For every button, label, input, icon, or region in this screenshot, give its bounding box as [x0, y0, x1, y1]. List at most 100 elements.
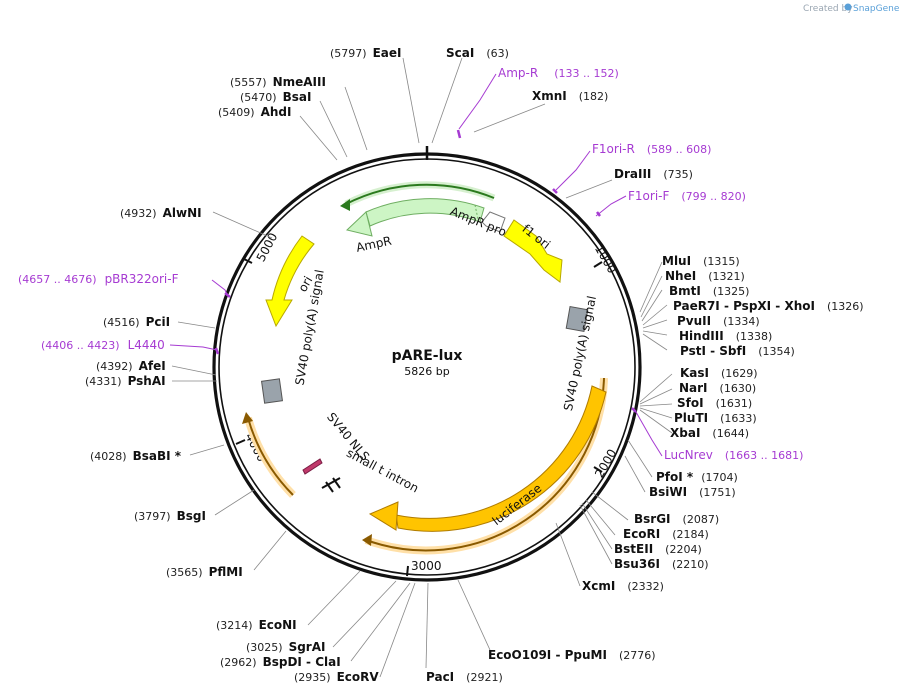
site-name: AlwNI — [163, 206, 202, 220]
watermark-created-by: Created by — [803, 4, 853, 14]
site-pos: (1325) — [713, 285, 750, 298]
sv40-polya-right-box — [565, 306, 589, 332]
site-name: MluI — [662, 254, 691, 268]
site-name: SfoI — [677, 396, 704, 410]
site-pos: (4932) — [120, 207, 157, 220]
site-name: PfoI * — [656, 470, 694, 484]
site-pos: (2332) — [627, 580, 664, 593]
site-pos: (1321) — [708, 270, 745, 283]
site-pos: (1338) — [736, 330, 773, 343]
site-pos: (1315) — [703, 255, 740, 268]
site-pos: (1644) — [712, 427, 749, 440]
site-pos: (3025) — [246, 641, 283, 654]
ampr-span-line — [345, 183, 495, 205]
site-name: PvuII — [677, 314, 711, 328]
site-pos: (5557) — [230, 76, 267, 89]
ampr-arrowhead — [345, 211, 373, 237]
svg-text:BstEII(2204): BstEII(2204) — [614, 542, 702, 556]
site-name: XmnI — [532, 89, 567, 103]
snapgene-logo-icon — [844, 3, 852, 11]
site-pos: (2935) — [294, 671, 331, 684]
site-name: EcoRV — [337, 670, 380, 684]
site-pos: (2962) — [220, 656, 257, 669]
primer-labels: Amp-R(133 .. 152) F1ori-R(589 .. 608) F1… — [18, 66, 803, 462]
site-pos: (2087) — [683, 513, 720, 526]
plasmid-name: pARE-lux — [392, 348, 463, 364]
site-pos: (2921) — [466, 671, 503, 684]
svg-text:(3565)PflMI: (3565)PflMI — [166, 565, 243, 579]
primer-range: (4657 .. 4676) — [18, 273, 97, 286]
site-name: PluTI — [674, 411, 708, 425]
svg-text:BmtI(1325): BmtI(1325) — [669, 284, 749, 298]
site-name: NmeAIII — [273, 75, 326, 89]
site-name: PacI — [426, 670, 454, 684]
site-pos: (4028) — [90, 450, 127, 463]
luciferase-span-line — [365, 377, 605, 552]
svg-text:DraIII(735): DraIII(735) — [614, 167, 693, 181]
site-name: EaeI — [373, 46, 402, 60]
svg-text:PvuII(1334): PvuII(1334) — [677, 314, 760, 328]
site-pos: (1631) — [716, 397, 753, 410]
site-name: BspDI - ClaI — [263, 655, 341, 669]
site-pos: (5470) — [240, 91, 277, 104]
ampr-span-arrowhead — [340, 199, 350, 211]
svg-text:PfoI *(1704): PfoI * (1704) — [656, 470, 738, 484]
site-name: PaeR7I - PspXI - XhoI — [673, 299, 815, 313]
site-name: DraIII — [614, 167, 651, 181]
site-pos: (1751) — [699, 486, 736, 499]
scale-ticks — [235, 258, 603, 577]
primer-range: (1663 .. 1681) — [725, 449, 804, 462]
site-name: XcmI — [582, 579, 615, 593]
svg-text:(4028)BsaBI *: (4028)BsaBI * — [90, 449, 182, 463]
primer-name: Amp-R — [498, 66, 538, 80]
left-span-arrowhead — [242, 412, 253, 424]
primer-name: F1ori-F — [628, 189, 669, 203]
primer-range: (133 .. 152) — [554, 67, 619, 80]
site-pos: (5797) — [330, 47, 367, 60]
site-name: XbaI — [670, 426, 700, 440]
svg-text:HindIII(1338): HindIII(1338) — [679, 329, 772, 343]
tick-label-1000: 1000 — [592, 242, 619, 275]
svg-text:(2962)BspDI - ClaI: (2962) BspDI - ClaI — [220, 655, 341, 669]
svg-text:EcoRI(2184): EcoRI(2184) — [623, 527, 709, 541]
site-pos: (4392) — [96, 360, 133, 373]
site-pos: (1633) — [720, 412, 757, 425]
small-t-intron-tick-1 — [325, 481, 334, 493]
svg-text:Amp-R(133 .. 152): Amp-R (133 .. 152) — [498, 66, 619, 80]
svg-text:(5409)AhdI: (5409)AhdI — [218, 105, 291, 119]
site-pos: (1704) — [701, 471, 738, 484]
restriction-site-labels: (5797)EaeI ScaI(63) XmnI(182) (5557)NmeA… — [85, 46, 864, 684]
svg-text:(3797)BsgI: (3797)BsgI — [134, 509, 206, 523]
ori-arrow — [265, 235, 315, 328]
svg-text:PaeR7I - PspXI - XhoI(1326): PaeR7I - PspXI - XhoI(1326) — [673, 299, 864, 313]
site-pos: (1354) — [758, 345, 795, 358]
luciferase-arrow — [395, 385, 607, 532]
plasmid-length: 5826 bp — [404, 365, 449, 378]
svg-text:(5797)EaeI: (5797) EaeI — [330, 46, 401, 60]
site-pos: (3565) — [166, 566, 203, 579]
svg-text:NarI(1630): NarI(1630) — [679, 381, 756, 395]
svg-text:PluTI(1633): PluTI (1633) — [674, 411, 757, 425]
site-pos: (3214) — [216, 619, 253, 632]
svg-text:SfoI(1631): SfoI (1631) — [677, 396, 752, 410]
primer-name: F1ori-R — [592, 142, 635, 156]
svg-text:(4516)PciI: (4516)PciI — [103, 315, 170, 329]
site-pos: (2776) — [619, 649, 656, 662]
svg-text:KasI(1629): KasI(1629) — [680, 366, 758, 380]
svg-text:NheI(1321): NheI(1321) — [665, 269, 745, 283]
site-name: BstEII — [614, 542, 653, 556]
ampr-promoter-arrow — [481, 211, 506, 233]
svg-text:LucNrev(1663 .. 1681): LucNrev(1663 .. 1681) — [664, 448, 803, 462]
svg-text:(4331)PshAI: (4331)PshAI — [85, 374, 166, 388]
ori-label: ori — [295, 274, 315, 295]
svg-text:PacI(2921): PacI (2921) — [426, 670, 503, 684]
site-name: ScaI — [446, 46, 474, 60]
svg-text:(3214)EcoNI: (3214)EcoNI — [216, 618, 297, 632]
site-name: EcoO109I - PpuMI — [488, 648, 607, 662]
primer-name: L4440 — [128, 338, 165, 352]
site-name: AhdI — [261, 105, 292, 119]
site-name: BsaI — [283, 90, 312, 104]
site-name: PciI — [146, 315, 171, 329]
svg-text:BsrGI(2087): BsrGI(2087) — [634, 512, 719, 526]
svg-text:(2935)EcoRV: (2935) EcoRV — [294, 670, 379, 684]
